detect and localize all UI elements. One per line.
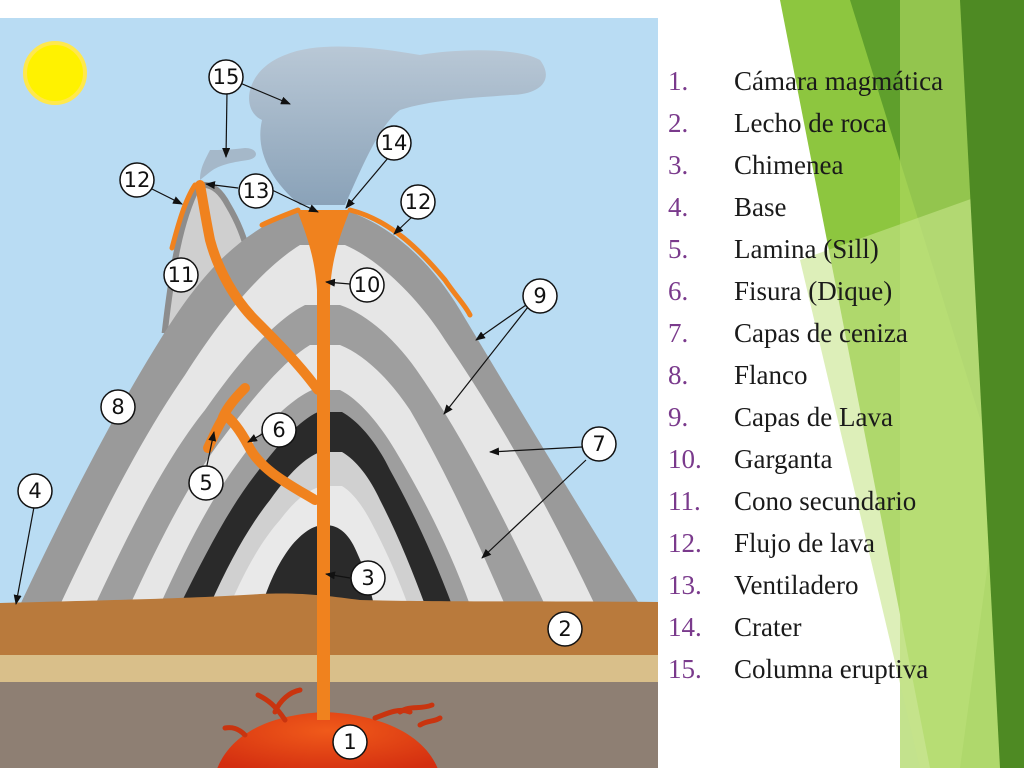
legend-item: 9. Capas de Lava	[668, 396, 1008, 438]
eruption-plume	[249, 46, 546, 205]
callout-4: 4	[17, 473, 53, 509]
legend-item-label: Ventiladero	[734, 570, 859, 600]
callout-11: 11	[163, 257, 199, 293]
legend-item-label: Fisura (Dique)	[734, 276, 893, 306]
lava-flows	[169, 182, 473, 318]
callout-2: 2	[547, 611, 583, 647]
legend-item-label: Flujo de lava	[734, 528, 875, 558]
legend-item-label: Lamina (Sill)	[734, 234, 879, 264]
legend-item: 13. Ventiladero	[668, 564, 1008, 606]
callout-markers: 1 2 3 4 5 6 7 8 9 10 11 12 12 13 14 15	[17, 59, 617, 760]
callout-8: 8	[100, 389, 136, 425]
magma-chamber	[217, 712, 438, 768]
legend-list: 1. Cámara magmática 2. Lecho de roca 3. Chime…	[668, 60, 1008, 690]
legend-item-number: 6.	[668, 276, 689, 306]
magma-veins	[222, 687, 443, 738]
secondary-plume	[200, 148, 256, 180]
callout-7: 7	[581, 426, 617, 462]
legend-item: 14. Crater	[668, 606, 1008, 648]
callout-6: 6	[261, 412, 297, 448]
legend-item: 5. Lamina (Sill)	[668, 228, 1008, 270]
legend-item-number: 9.	[668, 402, 689, 432]
legend-item-label: Capas de ceniza	[734, 318, 908, 348]
legend-item-label: Columna eruptiva	[734, 654, 929, 684]
svg-text:13: 13	[243, 179, 270, 203]
legend-item: 7. Capas de ceniza	[668, 312, 1008, 354]
volcano-diagram	[0, 18, 658, 768]
callout-13: 13	[238, 173, 274, 209]
legend-item-number: 14.	[668, 612, 702, 642]
svg-text:1: 1	[343, 730, 356, 754]
legend-item: 12. Flujo de lava	[668, 522, 1008, 564]
svg-text:9: 9	[533, 284, 546, 308]
legend-item: 11. Cono secundario	[668, 480, 1008, 522]
callout-12-left: 12	[119, 162, 155, 198]
legend-item: 4. Base	[668, 186, 1008, 228]
decorative-green-stripes	[780, 0, 1024, 768]
callout-3: 3	[350, 560, 386, 596]
legend-item-label: Flanco	[734, 360, 808, 390]
legend-item: 15. Columna eruptiva	[668, 648, 1008, 690]
legend-item-number: 8.	[668, 360, 689, 390]
legend-item-number: 15.	[668, 654, 702, 684]
callout-9: 9	[522, 278, 558, 314]
svg-text:2: 2	[558, 617, 571, 641]
legend-item: 2. Lecho de roca	[668, 102, 1008, 144]
legend-item-label: Crater	[734, 612, 802, 642]
legend-item-number: 7.	[668, 318, 689, 348]
legend-item-label: Chimenea	[734, 150, 844, 180]
legend-item-number: 3.	[668, 150, 689, 180]
legend-item: 10. Garganta	[668, 438, 1008, 480]
svg-text:6: 6	[272, 418, 285, 442]
legend-item-label: Capas de Lava	[734, 402, 893, 432]
svg-text:15: 15	[213, 65, 240, 89]
legend-item: 1. Cámara magmática	[668, 60, 1008, 102]
svg-text:12: 12	[124, 168, 151, 192]
legend-item-number: 12.	[668, 528, 702, 558]
legend-item: 3. Chimenea	[668, 144, 1008, 186]
legend-item-number: 13.	[668, 570, 702, 600]
legend-item-label: Garganta	[734, 444, 833, 474]
callout-14: 14	[376, 125, 412, 161]
legend-item: 8. Flanco	[668, 354, 1008, 396]
svg-text:11: 11	[168, 263, 195, 287]
main-conduit	[297, 210, 350, 720]
callout-arrows	[13, 82, 587, 605]
svg-text:7: 7	[592, 432, 605, 456]
legend-item-label: Lecho de roca	[734, 108, 887, 138]
legend-item-label: Cámara magmática	[734, 66, 944, 96]
svg-text:5: 5	[199, 471, 212, 495]
legend-item: 6. Fisura (Dique)	[668, 270, 1008, 312]
svg-text:10: 10	[354, 273, 381, 297]
legend-item-number: 10.	[668, 444, 702, 474]
legend-item-number: 5.	[668, 234, 689, 264]
lava-dikes	[195, 180, 323, 505]
legend-item-number: 1.	[668, 66, 689, 96]
svg-text:14: 14	[381, 131, 408, 155]
callout-15: 15	[208, 59, 244, 95]
callout-10: 10	[349, 267, 385, 303]
svg-text:4: 4	[28, 479, 41, 503]
callout-12-right: 12	[400, 184, 436, 220]
legend-item-number: 4.	[668, 192, 689, 222]
svg-text:12: 12	[405, 190, 432, 214]
svg-text:8: 8	[111, 395, 124, 419]
legend-item-number: 11.	[668, 486, 701, 516]
legend-item-number: 2.	[668, 108, 689, 138]
legend-item-label: Cono secundario	[734, 486, 917, 516]
callout-5: 5	[188, 465, 224, 501]
callout-1: 1	[332, 724, 368, 760]
legend-item-label: Base	[734, 192, 787, 222]
sun-icon	[23, 41, 87, 105]
svg-text:3: 3	[361, 566, 374, 590]
